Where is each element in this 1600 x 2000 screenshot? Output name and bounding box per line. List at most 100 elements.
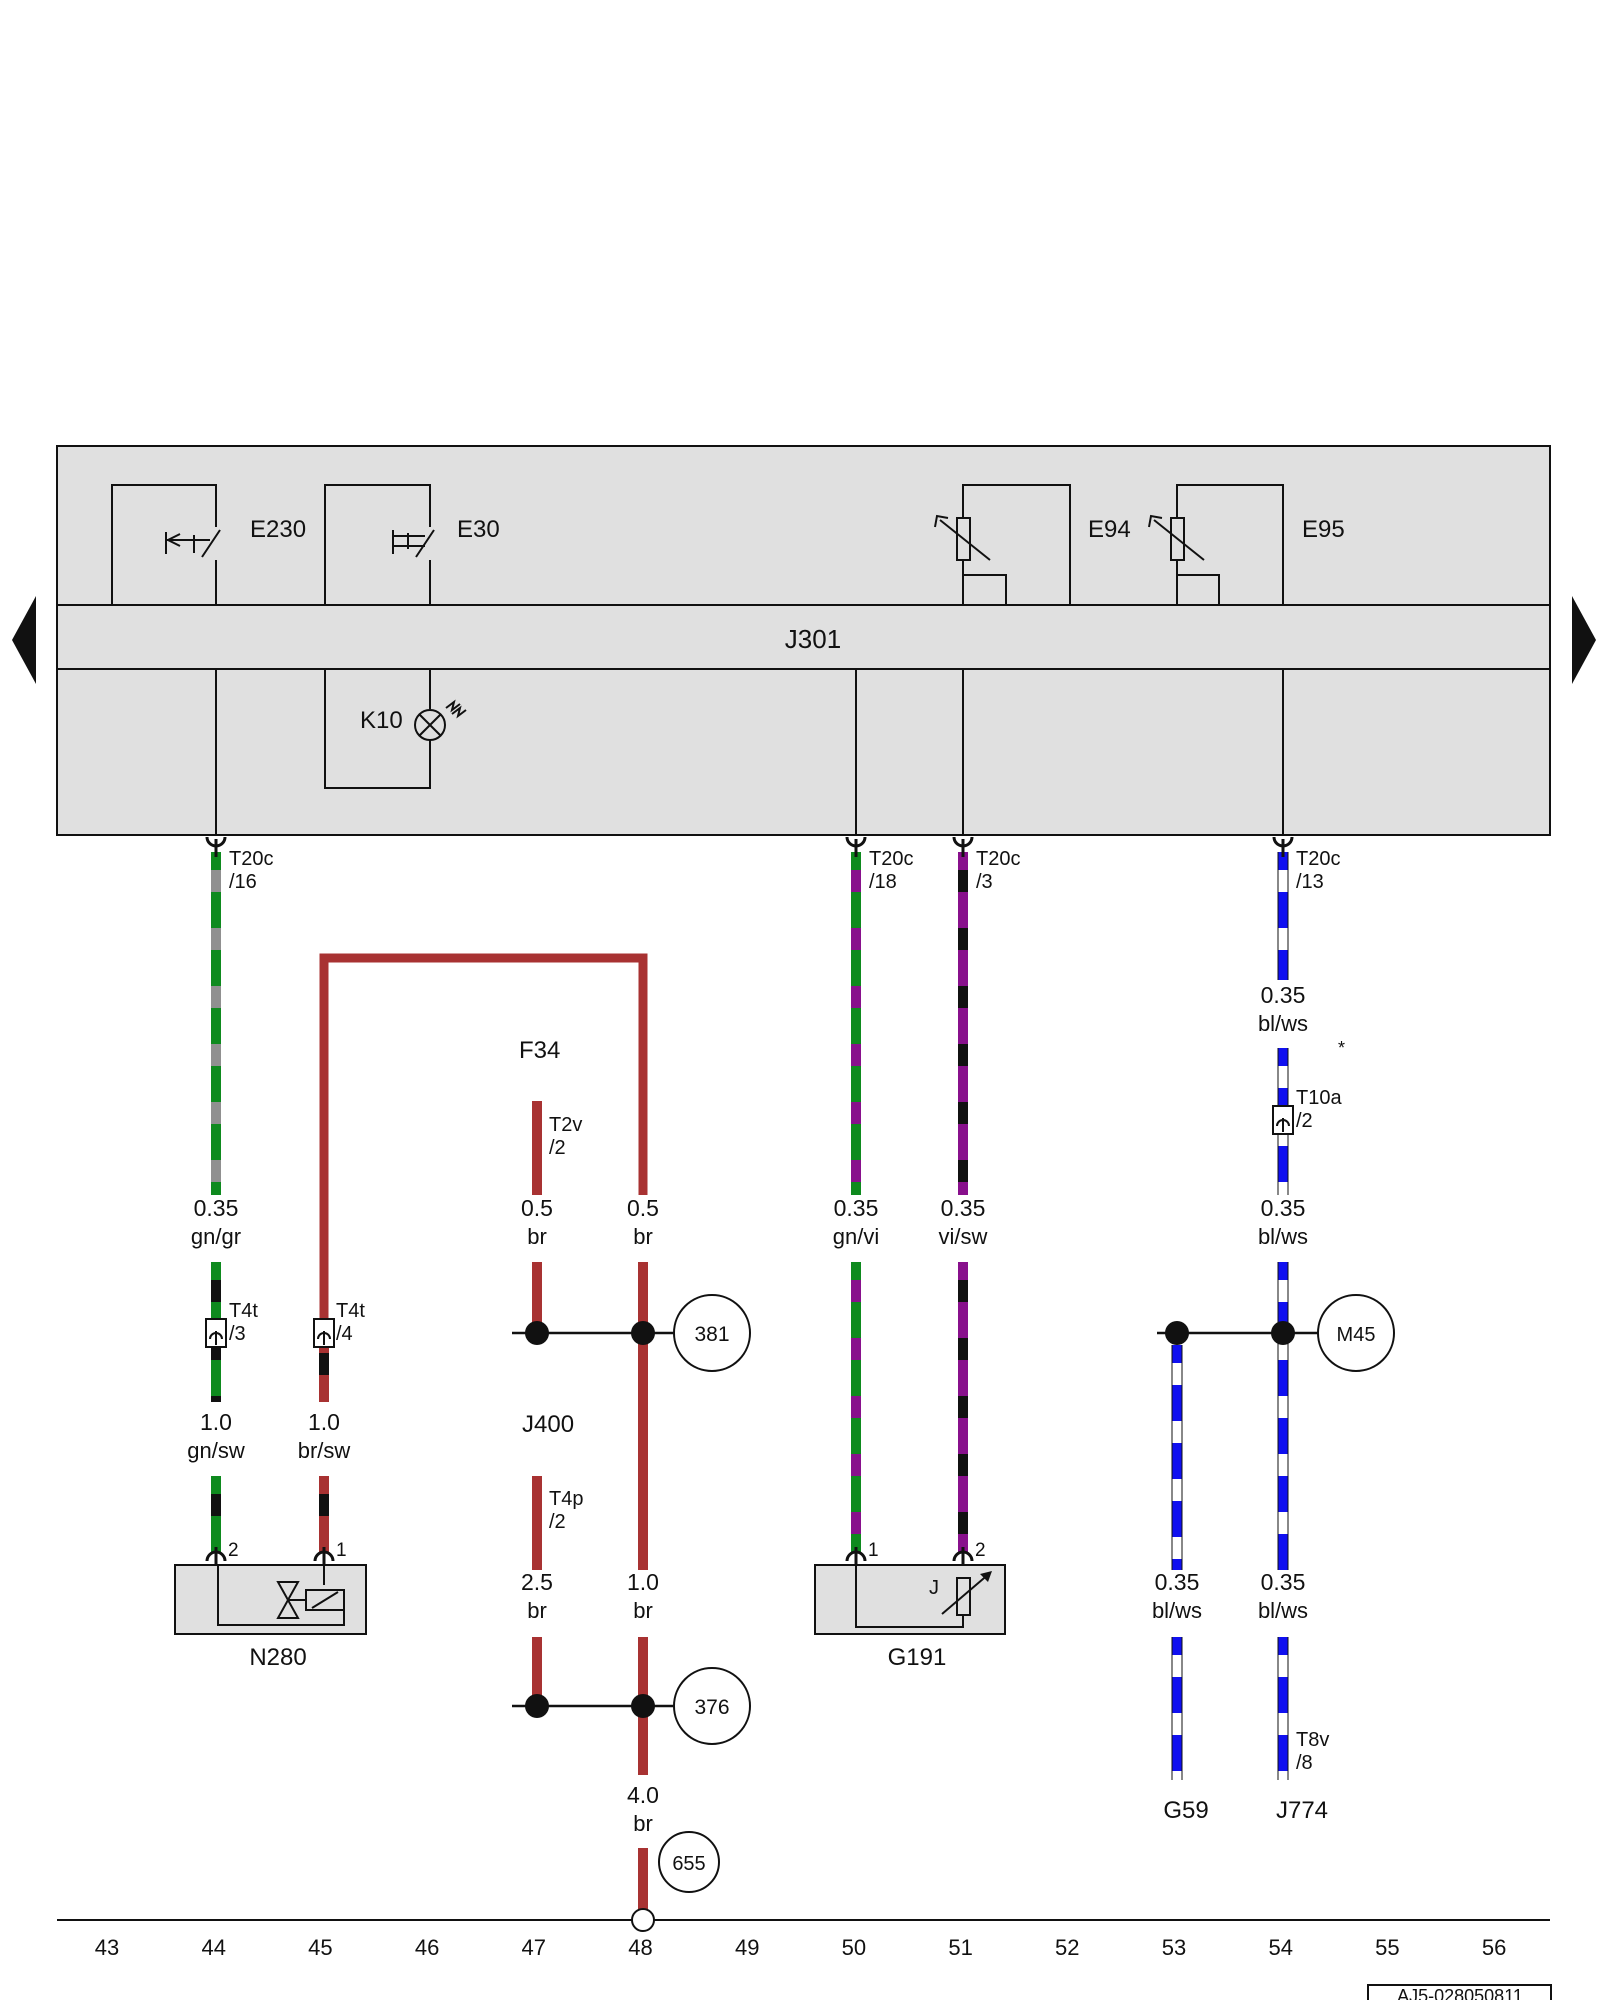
connector-label: /13 — [1296, 871, 1324, 893]
column-number: 48 — [628, 1935, 652, 1960]
column-number: 45 — [308, 1935, 332, 1960]
wire-color-label: gn/vi — [833, 1224, 879, 1249]
wire-segment — [1171, 1637, 1183, 1780]
wire-color-label: gn/gr — [191, 1224, 241, 1249]
reference-label: 376 — [694, 1696, 729, 1719]
pin-number-label: 2 — [228, 1540, 239, 1561]
wire-color-label: bl/ws — [1258, 1224, 1308, 1249]
component-label-e230: E230 — [250, 516, 306, 543]
pin-connector-symbol — [205, 836, 227, 857]
pin-connector-symbol — [845, 836, 867, 857]
previous-page-arrow[interactable] — [12, 596, 36, 684]
wire-size-label: 1.0 — [200, 1409, 232, 1435]
reference-label: 381 — [694, 1323, 729, 1346]
component-label-k10: K10 — [360, 707, 403, 734]
wire-size-label: 0.35 — [1155, 1569, 1200, 1595]
wire-size-label: 0.35 — [941, 1195, 986, 1221]
wire-segment — [1277, 852, 1289, 980]
pin-connector-symbol — [313, 1547, 335, 1565]
module-internal-leads — [215, 669, 1284, 835]
reference-655[interactable]: 655 — [658, 1831, 720, 1893]
connector-label: /16 — [229, 871, 257, 893]
splice-dot — [525, 1321, 549, 1345]
connector-label: T8v — [1296, 1729, 1329, 1751]
connector-label: T20c — [1296, 848, 1340, 870]
switch-e230 — [111, 484, 221, 605]
next-page-arrow[interactable] — [1572, 596, 1596, 684]
wire-size-label: 0.35 — [1261, 1195, 1306, 1221]
warning-lamp-k10 — [324, 669, 467, 789]
reference-m45[interactable]: M45 — [1283, 1294, 1395, 1372]
inline-connector-symbol — [313, 1318, 335, 1348]
connector-label: /8 — [1296, 1752, 1313, 1774]
wire-size-label: 1.0 — [308, 1409, 340, 1435]
connector-label: T4t — [229, 1300, 258, 1322]
pin-number-label: 2 — [975, 1540, 986, 1561]
component-label-g191: G191 — [888, 1644, 947, 1671]
connector-label: /2 — [549, 1511, 566, 1533]
potentiometer-e95 — [1148, 484, 1284, 605]
component-g191: J — [814, 1564, 1006, 1635]
inline-connector-symbol — [205, 1318, 227, 1348]
connector-label: /3 — [229, 1323, 246, 1345]
column-number: 53 — [1162, 1935, 1186, 1960]
component-label-j400: J400 — [522, 1411, 574, 1438]
connector-label: /4 — [336, 1323, 353, 1345]
control-module-band — [56, 604, 1551, 670]
label-layer: F34 J400 G59 J774 * 0.35gn/gr1.0gn/sw1.0… — [187, 848, 1345, 1836]
pin-number-label: 1 — [336, 1540, 347, 1561]
inline-connector-symbol — [1272, 1105, 1294, 1135]
connector-label: T20c — [229, 848, 273, 870]
column-number: 44 — [201, 1935, 225, 1960]
wire-color-label: br — [527, 1598, 547, 1623]
wire-color-label: vi/sw — [939, 1224, 988, 1249]
component-label-j774: J774 — [1276, 1797, 1328, 1824]
splice-dot — [525, 1694, 549, 1718]
connector-layer — [205, 836, 1294, 1565]
wire-color-label: bl/ws — [1152, 1598, 1202, 1623]
column-number: 46 — [415, 1935, 439, 1960]
pin-connector-symbol — [205, 1547, 227, 1565]
connector-label: /18 — [869, 871, 897, 893]
splice-dot — [1165, 1321, 1189, 1345]
component-label-e95: E95 — [1302, 516, 1345, 543]
component-n280 — [174, 1564, 367, 1635]
wire-size-label: 1.0 — [627, 1569, 659, 1595]
wire-size-label: 0.5 — [627, 1195, 659, 1221]
pin-connector-symbol — [952, 1547, 974, 1565]
connector-label: T20c — [869, 848, 913, 870]
wire-color-label: br/sw — [298, 1438, 351, 1463]
connector-label: /2 — [549, 1137, 566, 1159]
wire-br-loop — [319, 953, 648, 1335]
wire-color-label: br — [633, 1224, 653, 1249]
pin-connector-symbol — [1272, 836, 1294, 857]
component-label-f34: F34 — [519, 1037, 560, 1064]
pin-connector-symbol — [952, 836, 974, 857]
wire-size-label: 4.0 — [627, 1782, 659, 1808]
reference-label: M45 — [1337, 1324, 1376, 1346]
wire-color-label: bl/ws — [1258, 1011, 1308, 1036]
connector-label: T4t — [336, 1300, 365, 1322]
footnote-marker: * — [1338, 1038, 1345, 1058]
reference-label: 655 — [672, 1853, 705, 1875]
wire-size-label: 0.35 — [194, 1195, 239, 1221]
reference-381[interactable]: 381 — [643, 1294, 751, 1372]
component-label-e94: E94 — [1088, 516, 1131, 543]
module-label: J301 — [785, 624, 841, 654]
wire-size-label: 0.35 — [834, 1195, 879, 1221]
wire-color-label: bl/ws — [1258, 1598, 1308, 1623]
component-label-n280: N280 — [249, 1644, 306, 1671]
wire-layer — [211, 852, 1289, 1910]
document-id-box — [1367, 1984, 1552, 2000]
pin-connector-symbol — [845, 1547, 867, 1565]
wire-segment — [1277, 1637, 1289, 1780]
wire-size-label: 2.5 — [521, 1569, 553, 1595]
column-number: 54 — [1268, 1935, 1292, 1960]
wire-size-label: 0.5 — [521, 1195, 553, 1221]
reference-376[interactable]: 376 — [673, 1667, 751, 1745]
component-label-g59: G59 — [1163, 1797, 1208, 1824]
wire-color-label: br — [527, 1224, 547, 1249]
wire-color-label: br — [633, 1811, 653, 1836]
